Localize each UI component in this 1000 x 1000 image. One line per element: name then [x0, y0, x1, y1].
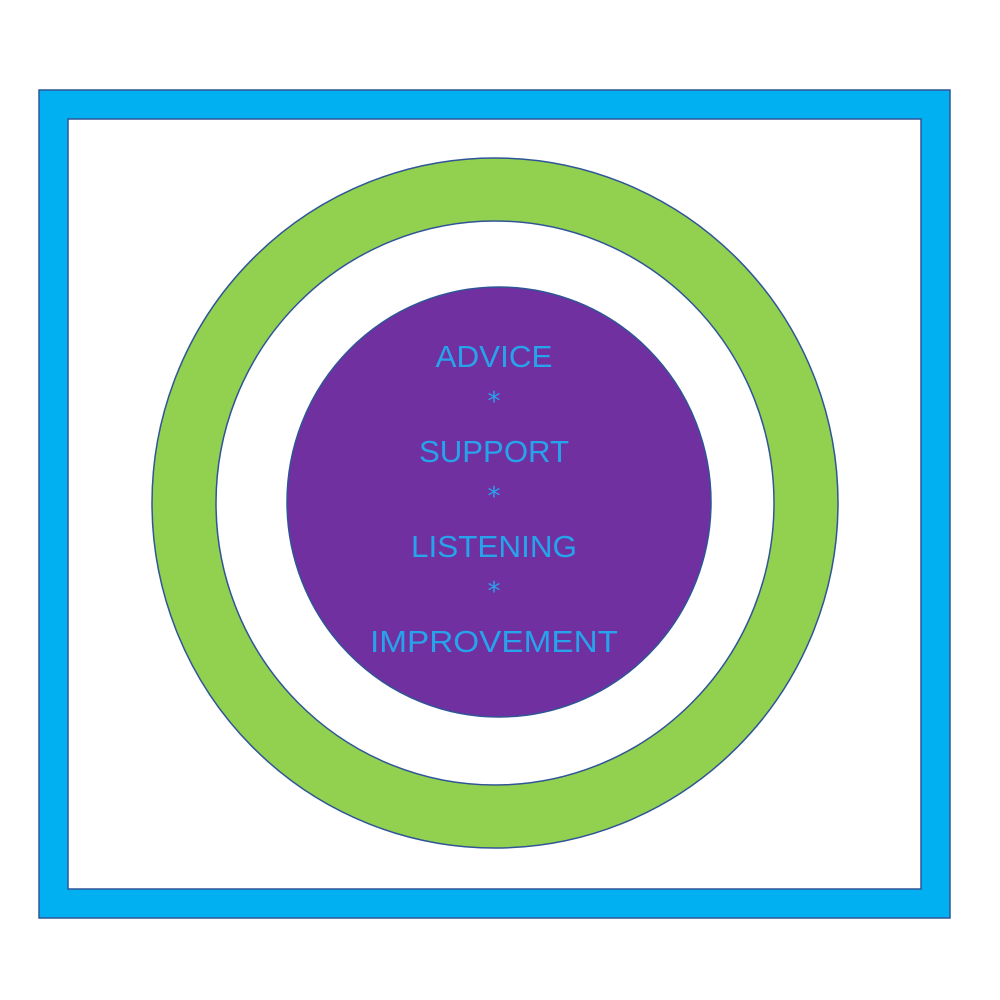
label-advice: ADVICE	[436, 339, 553, 374]
purple-core-circle	[286, 286, 712, 718]
separator-asterisk: *	[488, 387, 501, 417]
separator-asterisk: *	[488, 577, 501, 607]
label-support: SUPPORT	[419, 434, 569, 469]
label-improvement: IMPROVEMENT	[370, 624, 618, 659]
separator-asterisk: *	[488, 482, 501, 512]
label-listening: LISTENING	[411, 529, 577, 564]
